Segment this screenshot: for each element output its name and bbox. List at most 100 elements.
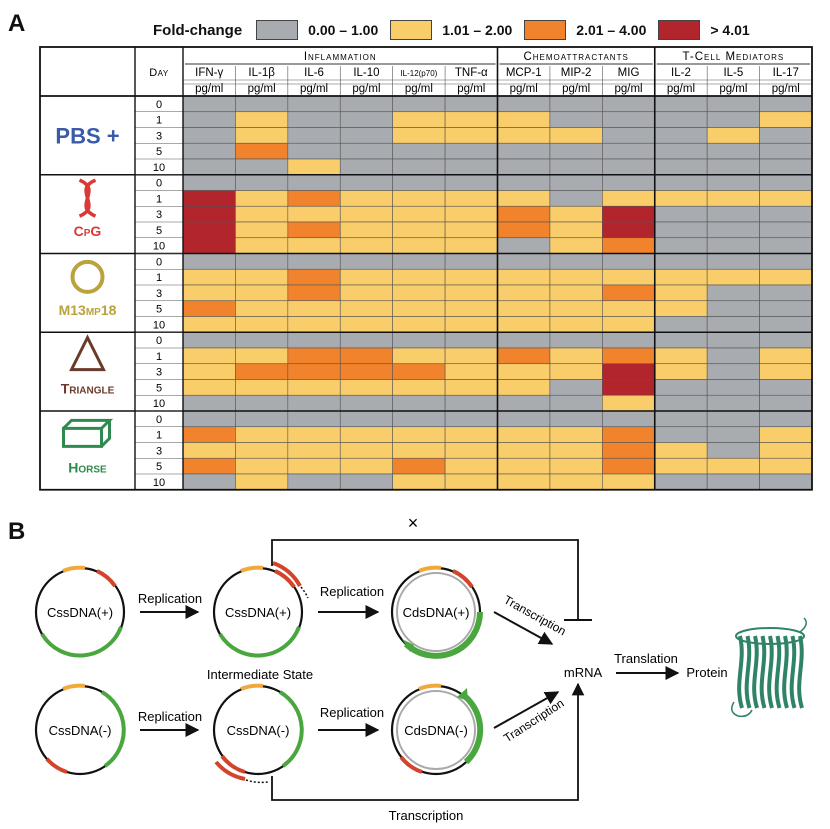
heatmap-cell: [182, 347, 236, 365]
heatmap-cell: [444, 237, 498, 254]
heatmap-cell: [654, 394, 708, 412]
cdsdna-minus-circle: CdsDNA(-): [390, 683, 484, 776]
heatmap-cell: [339, 473, 393, 491]
heatmap-cell: [235, 379, 289, 396]
heatmap-cell: [706, 253, 760, 270]
dna-helix-icon: [78, 178, 97, 218]
cssdna-plus-label-1: CssDNA(+): [47, 605, 113, 620]
column-header: MIP-2: [561, 67, 592, 79]
heatmap-cell: [759, 127, 813, 144]
heatmap-cell: [182, 442, 236, 459]
heatmap-cell: [654, 174, 708, 191]
day-label: 5: [156, 461, 162, 473]
unit-label: pg/ml: [300, 83, 328, 95]
heatmap-cell: [706, 268, 760, 286]
heatmap-cell: [549, 457, 603, 475]
heatmap-cell: [287, 379, 341, 396]
heatmap-cell: [654, 221, 708, 239]
unit-label: pg/ml: [405, 83, 433, 95]
heatmap-cell: [759, 284, 813, 302]
heatmap-cell: [339, 253, 393, 270]
heatmap-cell: [392, 347, 446, 365]
cssdna-plus-circle: CssDNA(+): [34, 565, 126, 658]
heatmap-cell: [339, 347, 393, 365]
column-header: IL-10: [353, 67, 379, 79]
heatmap-cell: [706, 379, 760, 396]
legend-label-red: > 4.01: [710, 22, 750, 38]
heatmap-cell: [706, 300, 760, 317]
heatmap-cell: [339, 205, 393, 223]
heatmap-cell: [602, 221, 656, 239]
heatmap-cell: [759, 111, 813, 128]
column-header: IL-17: [773, 67, 799, 79]
group-header: Chemoattractants: [523, 51, 628, 63]
heatmap-cell: [444, 221, 498, 239]
day-label: 10: [153, 319, 165, 331]
heatmap-cell: [182, 316, 236, 333]
day-label: 3: [156, 209, 162, 221]
heatmap-cell: [235, 300, 289, 317]
day-label: 5: [156, 225, 162, 237]
heatmap-cell: [759, 205, 813, 223]
heatmap-cell: [287, 142, 341, 160]
translation-label: Translation: [614, 651, 678, 666]
heatmap-cell: [759, 473, 813, 491]
heatmap-cell: [235, 95, 289, 113]
heatmap-cell: [287, 221, 341, 239]
heatmap-cell: [444, 316, 498, 333]
heatmap-cell: [392, 268, 446, 286]
heatmap-cell: [497, 95, 551, 113]
heatmap-cell: [182, 95, 236, 113]
heatmap-cell: [339, 284, 393, 302]
heatmap-cell: [497, 127, 551, 144]
arrow-transcription-top: Transcription: [493, 593, 568, 645]
heatmap-cell: [549, 379, 603, 396]
circle-icon: [70, 259, 105, 294]
day-label: 10: [153, 241, 165, 253]
heatmap-cell: [497, 473, 551, 491]
heatmap-cell: [602, 379, 656, 396]
day-label: 3: [156, 130, 162, 142]
heatmap-cell: [392, 284, 446, 302]
heatmap-cell: [759, 457, 813, 475]
heatmap-cell: [392, 363, 446, 380]
day-label: 3: [156, 288, 162, 300]
heatmap-cell: [444, 379, 498, 396]
heatmap-cell: [602, 253, 656, 270]
heatmap-cell: [549, 300, 603, 317]
heatmap-cell: [339, 300, 393, 317]
heatmap-cell: [497, 142, 551, 160]
heatmap-cell: [759, 363, 813, 380]
heatmap-cell: [287, 331, 341, 349]
triangle-icon: [69, 334, 106, 372]
column-header: IL-6: [304, 67, 324, 79]
heatmap-cell: [549, 205, 603, 223]
heatmap-cell: [759, 331, 813, 349]
day-label: 3: [156, 445, 162, 457]
heatmap-cell: [339, 394, 393, 412]
heatmap-cell: [339, 221, 393, 239]
unit-label: pg/ml: [248, 83, 276, 95]
heatmap-cell: [759, 158, 813, 176]
legend-swatch-gray: [256, 20, 299, 40]
heatmap-cell: [392, 426, 446, 443]
day-label: 1: [156, 193, 162, 205]
heatmap-cell: [549, 426, 603, 443]
heatmap-cell: [759, 190, 813, 207]
heatmap-cell: [392, 221, 446, 239]
heatmap-cell: [706, 394, 760, 412]
heatmap-cell: [549, 237, 603, 254]
heatmap-cell: [602, 284, 656, 302]
heatmap-cell: [706, 442, 760, 459]
heatmap-cell: [235, 284, 289, 302]
heatmap-cell: [497, 442, 551, 459]
day-label: 10: [153, 398, 165, 410]
heatmap-cell: [182, 205, 236, 223]
heatmap-cell: [392, 174, 446, 191]
heatmap-cell: [759, 347, 813, 365]
heatmap-cell: [182, 284, 236, 302]
transcription-label-top: Transcription: [501, 593, 568, 639]
heatmap-cell: [182, 394, 236, 412]
heatmap-cell: [235, 268, 289, 286]
heatmap-cell: [602, 95, 656, 113]
